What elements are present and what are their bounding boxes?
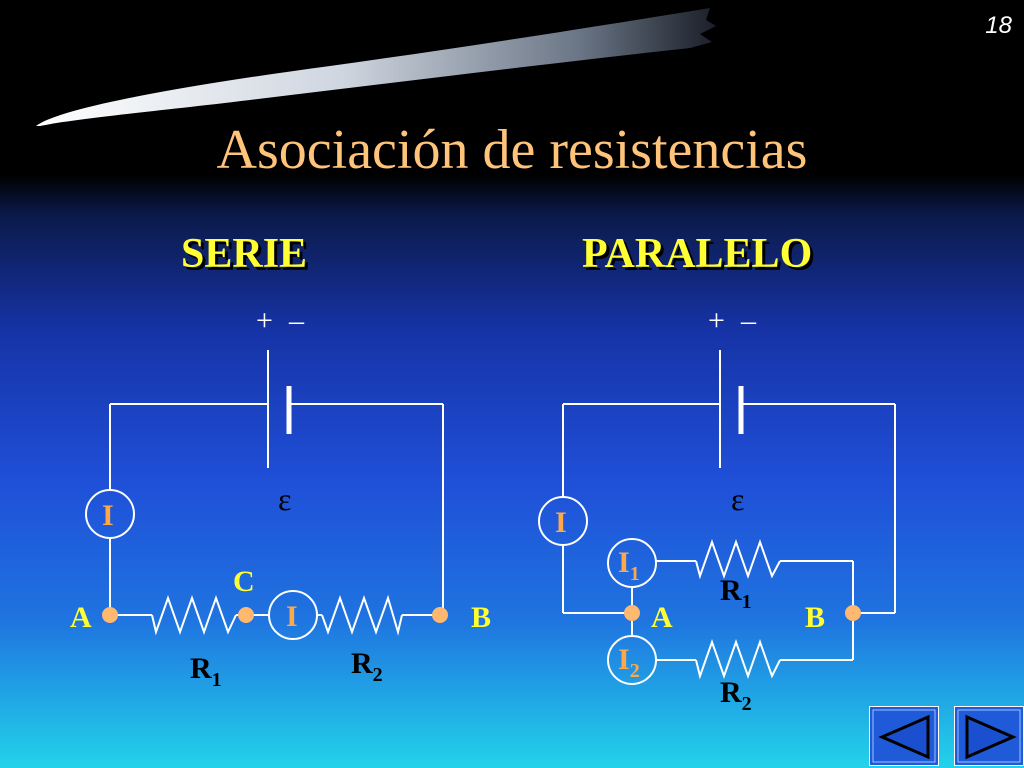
- serie-emf-label: ε: [278, 481, 291, 517]
- previous-slide-button[interactable]: [869, 706, 939, 766]
- serie-meter-main-label: I: [102, 499, 114, 532]
- serie-node-a: [102, 607, 118, 623]
- serie-minus-label: –: [288, 304, 305, 337]
- paralelo-minus-label: –: [740, 304, 757, 337]
- paralelo-meter-main-label: I: [555, 506, 567, 539]
- next-slide-button[interactable]: [954, 706, 1024, 766]
- slide-number: 18: [985, 12, 1012, 39]
- serie-r2-label: R2: [351, 647, 383, 686]
- triangle-left-icon: [872, 709, 936, 763]
- paralelo-ammeter-1: [607, 538, 657, 588]
- serie-resistor-r2: [321, 594, 403, 636]
- paralelo-node-b: [845, 605, 861, 621]
- serie-circuit: + – ε I I A B C R1 R2: [70, 304, 491, 691]
- slide-title: Asociación de resistencias: [216, 119, 808, 181]
- paralelo-r2-label: R2: [720, 676, 752, 715]
- paralelo-meter-2-label: I2: [618, 643, 640, 682]
- serie-heading: SERIE: [181, 231, 308, 277]
- paralelo-emf-label: ε: [731, 481, 744, 517]
- paralelo-resistor-r1: [695, 538, 781, 580]
- serie-r1-label: R1: [190, 652, 222, 691]
- paralelo-r1-label: R1: [720, 574, 752, 613]
- paralelo-plus-label: +: [708, 304, 725, 337]
- serie-resistor-r1: [151, 594, 237, 636]
- paralelo-node-b-label: B: [805, 601, 825, 634]
- paralelo-resistor-r2: [695, 638, 781, 680]
- paralelo-circuit: + – ε I I1 I2 A B R1 R2: [538, 304, 896, 715]
- serie-node-a-label: A: [70, 601, 92, 634]
- serie-node-b: [432, 607, 448, 623]
- paralelo-node-a: [624, 605, 640, 621]
- serie-node-b-label: B: [471, 601, 491, 634]
- serie-node-c: [238, 607, 254, 623]
- paralelo-node-a-label: A: [651, 601, 673, 634]
- triangle-right-icon: [957, 709, 1021, 763]
- paralelo-meter-1-label: I1: [618, 546, 640, 585]
- serie-plus-label: +: [256, 304, 273, 337]
- serie-meter-mid-label: I: [286, 600, 298, 633]
- serie-node-c-label: C: [233, 565, 255, 598]
- paralelo-heading: PARALELO: [582, 231, 813, 277]
